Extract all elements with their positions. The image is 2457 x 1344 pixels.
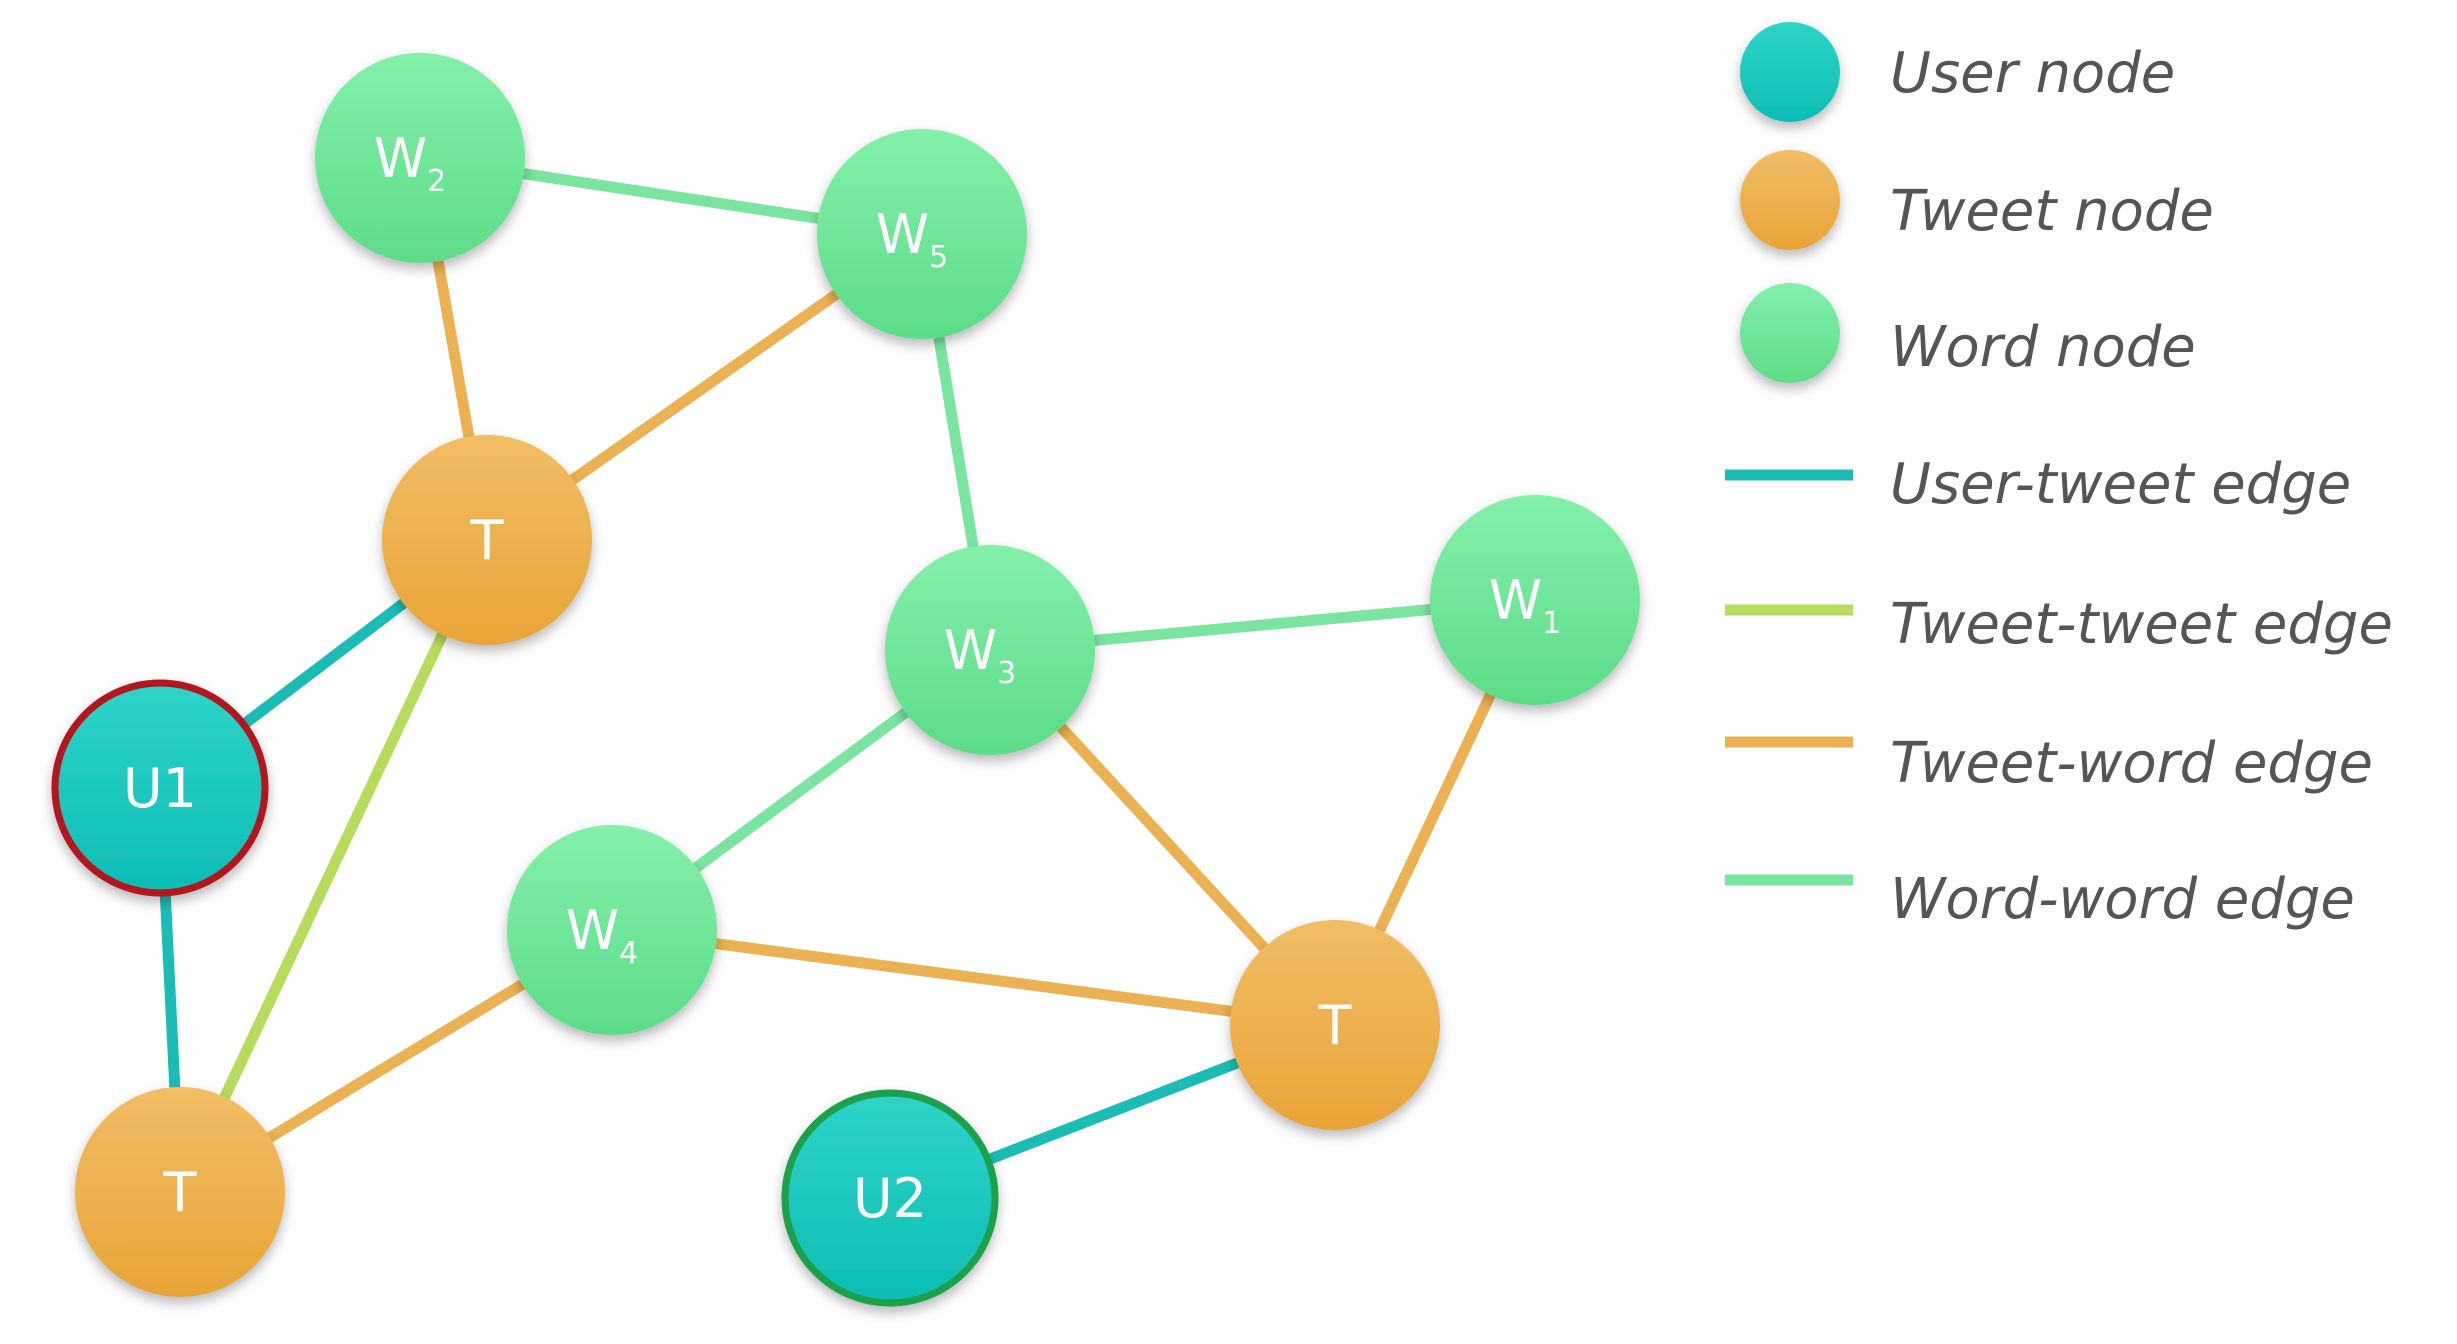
node-t1: T bbox=[382, 435, 592, 645]
node-t3: T bbox=[1230, 920, 1440, 1130]
legend-tweet-word-edge-label: Tweet-word edge bbox=[1890, 731, 2373, 796]
node-label: W5 bbox=[876, 203, 949, 275]
tweet-node-circle bbox=[1230, 920, 1440, 1130]
node-label: T bbox=[163, 1161, 198, 1224]
legend-item-tweet-word-edge: Tweet-word edge bbox=[1725, 731, 2373, 796]
legend-tweet-node-swatch bbox=[1740, 150, 1840, 250]
node-label: W3 bbox=[944, 619, 1017, 691]
legend-user-tweet-edge-label: User-tweet edge bbox=[1890, 452, 2351, 517]
node-w2: W2 bbox=[315, 53, 525, 263]
node-subscript: 5 bbox=[929, 240, 948, 275]
legend-word-word-edge-label: Word-word edge bbox=[1890, 867, 2355, 932]
node-label: W4 bbox=[566, 899, 639, 971]
user-node-circle bbox=[781, 1089, 999, 1307]
node-subscript: 3 bbox=[997, 656, 1016, 691]
legend-user-node-label: User node bbox=[1890, 41, 2175, 106]
node-w5: W5 bbox=[817, 129, 1027, 339]
legend-word-node-swatch bbox=[1740, 283, 1840, 383]
edge-t1-t2 bbox=[175, 537, 492, 1195]
legend-item-user-tweet-edge: User-tweet edge bbox=[1725, 452, 2351, 517]
node-u1: U1 bbox=[51, 679, 269, 897]
node-label: U1 bbox=[123, 757, 197, 820]
node-label: U2 bbox=[853, 1167, 927, 1230]
node-subscript: 4 bbox=[619, 936, 638, 971]
legend-item-word-node: Word node bbox=[1740, 283, 2196, 383]
node-subscript: 2 bbox=[427, 164, 446, 199]
node-label: W1 bbox=[1489, 569, 1562, 641]
legend-item-word-word-edge: Word-word edge bbox=[1725, 867, 2355, 932]
user-node-circle bbox=[51, 679, 269, 897]
tweet-node-circle bbox=[382, 435, 592, 645]
node-t2: T bbox=[75, 1087, 285, 1297]
word-node-circle bbox=[315, 53, 525, 263]
node-label: T bbox=[1318, 994, 1353, 1057]
word-node-circle bbox=[885, 545, 1095, 755]
word-node-circle bbox=[817, 129, 1027, 339]
legend-word-node-label: Word node bbox=[1890, 315, 2196, 380]
legend-item-tweet-tweet-edge: Tweet-tweet edge bbox=[1725, 592, 2393, 657]
node-u2: U2 bbox=[781, 1089, 999, 1307]
node-w4: W4 bbox=[507, 825, 717, 1035]
legend-tweet-node-label: Tweet node bbox=[1890, 179, 2214, 244]
node-w3: W3 bbox=[885, 545, 1095, 755]
legend-tweet-tweet-edge-label: Tweet-tweet edge bbox=[1890, 592, 2393, 657]
legend-item-user-node: User node bbox=[1740, 22, 2175, 122]
legend: User node Tweet node Word node User-twee… bbox=[1725, 22, 2393, 932]
node-subscript: 1 bbox=[1542, 606, 1561, 641]
word-node-circle bbox=[507, 825, 717, 1035]
tweet-node-circle bbox=[75, 1087, 285, 1297]
word-node-circle bbox=[1430, 495, 1640, 705]
legend-item-tweet-node: Tweet node bbox=[1740, 150, 2214, 250]
legend-user-node-swatch bbox=[1740, 22, 1840, 122]
node-label: W2 bbox=[374, 127, 447, 199]
node-label: T bbox=[470, 509, 505, 572]
node-w1: W1 bbox=[1430, 495, 1640, 705]
edge-w4-t3 bbox=[611, 924, 1336, 1031]
